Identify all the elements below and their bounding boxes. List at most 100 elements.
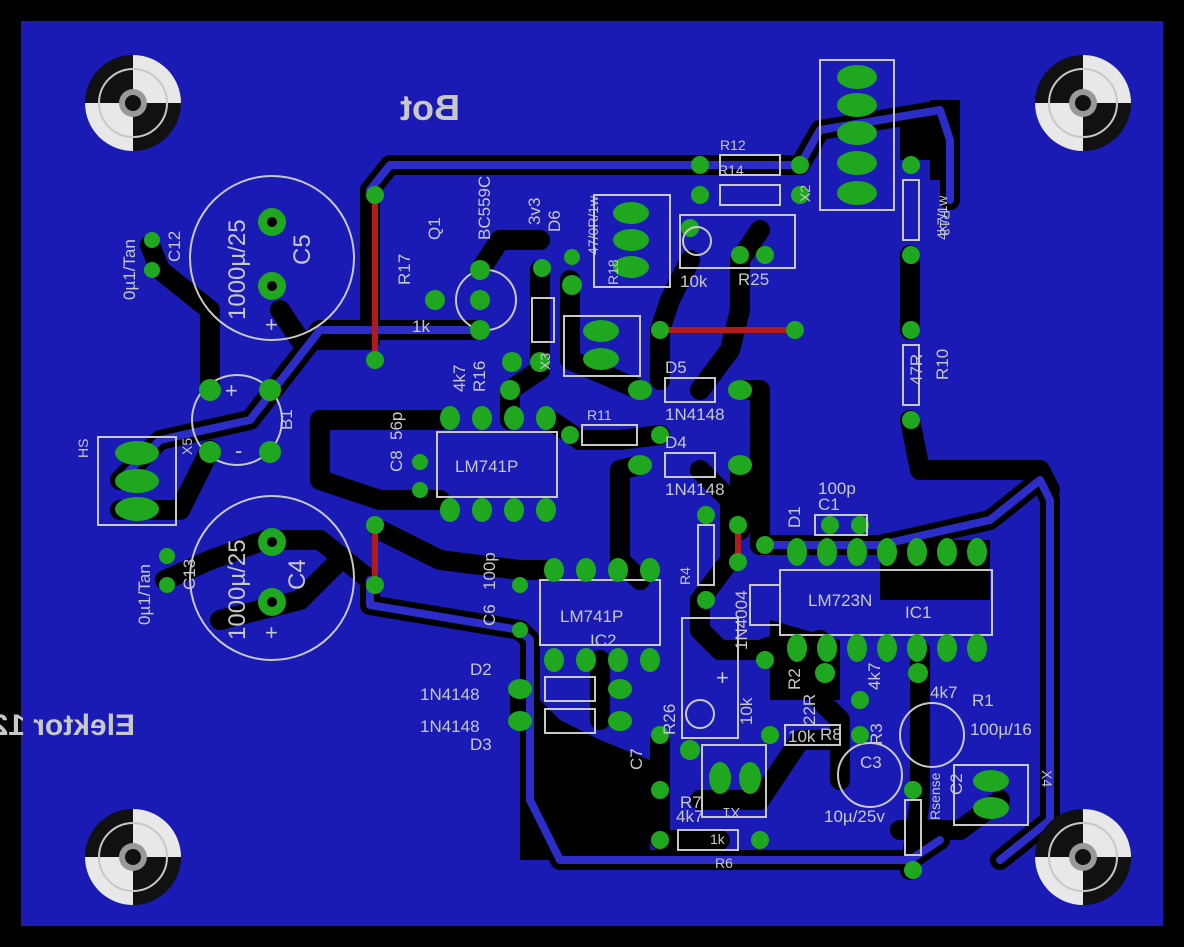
label-r11: R11	[587, 407, 612, 423]
label-r7: R7	[680, 793, 702, 812]
bot-label: Bot	[400, 87, 460, 128]
r18-pads	[613, 202, 649, 278]
ic-lm741b-pads	[544, 558, 660, 672]
label-100pb: 100p	[480, 552, 499, 590]
label-x2: X2	[797, 185, 813, 202]
ic-lm741a-outline	[436, 431, 558, 498]
label-3v3: 3v3	[525, 198, 544, 225]
label-4k7a: 4k7	[450, 365, 469, 392]
mounting-hole-top-left	[85, 55, 181, 151]
label-r17: R17	[395, 254, 414, 285]
label-c5: C5	[289, 234, 316, 265]
label-d6: D6	[545, 210, 564, 232]
label-4k7c: 4k7	[930, 683, 957, 702]
label-r47: 47/0R/1w	[585, 195, 601, 255]
c3-outline	[837, 742, 903, 808]
elektor-label: Elektor 12/82	[0, 709, 135, 742]
label-r8: R8	[820, 725, 842, 744]
mounting-hole-bottom-left	[85, 809, 181, 905]
label-10k: 10k	[680, 272, 708, 291]
label-1k: 1k	[412, 317, 430, 336]
label-c4val: 1000µ/25	[224, 539, 251, 640]
d3-pads	[508, 711, 632, 731]
label-4k71w: 4k7/1w	[934, 195, 950, 240]
label-1n4148a: 1N4148	[665, 405, 725, 424]
component-bodies	[544, 154, 922, 856]
label-hs: HS	[75, 439, 91, 458]
label-22r: 22R	[800, 694, 819, 725]
label-r25: R25	[738, 270, 769, 289]
ic1-pads	[787, 538, 987, 662]
label-lm741a: LM741P	[455, 457, 518, 476]
b1-pads	[199, 379, 281, 463]
misc-pads	[144, 156, 928, 879]
label-1kb: 1k	[710, 831, 726, 847]
c4-pads	[258, 528, 286, 616]
label-plus4: +	[716, 665, 729, 690]
label-plus1: +	[265, 312, 278, 337]
label-d4: D4	[665, 433, 687, 452]
label-1n4004: 1N4004	[732, 590, 751, 650]
label-plus3: +	[225, 378, 238, 403]
r25-outline	[679, 214, 796, 269]
label-r1: R1	[972, 691, 994, 710]
label-r13: R13	[937, 210, 953, 236]
label-1n4148c: 1N4148	[420, 685, 480, 704]
hs-outline	[97, 436, 177, 526]
x2-pads	[837, 65, 877, 205]
label-r4: R4	[677, 567, 693, 585]
label-bc559c: BC559C	[475, 176, 494, 240]
r26-outline	[681, 617, 739, 739]
x2-outline	[819, 59, 895, 211]
x3-outline	[563, 315, 641, 377]
label-x4: X4	[1039, 770, 1055, 787]
label-10kc: 10k	[788, 727, 816, 746]
label-100u16: 100µ/16	[970, 720, 1032, 739]
ic-lm741a-pads	[440, 406, 556, 522]
label-1n4148b: 1N4148	[665, 480, 725, 499]
label-c3: C3	[860, 753, 882, 772]
d2-pads	[508, 679, 632, 699]
x3-pads	[583, 320, 619, 370]
x1-pads	[709, 762, 761, 794]
label-r2: R2	[785, 668, 804, 690]
label-c2: C2	[947, 773, 966, 795]
label-r10: R10	[933, 349, 952, 380]
x1-outline	[701, 744, 767, 818]
label-r16: R16	[470, 361, 489, 392]
c5-outline	[189, 175, 355, 341]
r1-cap-outline	[899, 702, 965, 768]
c5-pads	[258, 208, 286, 300]
label-c5val: 1000µ/25	[224, 219, 251, 320]
label-c4: C4	[284, 559, 311, 590]
label-100p: 100p	[818, 479, 856, 498]
c4-outline	[189, 495, 355, 661]
label-47r: 47R	[907, 354, 926, 385]
mounting-hole-top-right	[1035, 55, 1131, 151]
label-lm741b: LM741P	[560, 607, 623, 626]
d6-outline	[531, 297, 555, 343]
label-c13val: 0µ1/Tan	[135, 564, 154, 625]
label-r14: R14	[718, 162, 744, 178]
x4-outline	[953, 764, 1029, 826]
label-c7: C7	[627, 748, 646, 770]
label-4k7d: 4k7	[676, 807, 703, 826]
label-10kb: 10k	[737, 697, 756, 725]
hs-pads	[115, 441, 159, 521]
label-c8: C8	[387, 450, 406, 472]
label-c1: C1	[818, 495, 840, 514]
label-rsense: Rsense	[927, 772, 943, 820]
label-x1: X1	[723, 805, 740, 821]
label-ic1: IC1	[905, 603, 931, 622]
label-r26: R26	[660, 704, 679, 735]
label-x5: X5	[179, 438, 195, 455]
label-d2: D2	[470, 660, 492, 679]
label-d5: D5	[665, 358, 687, 377]
label-plus2: +	[265, 620, 278, 645]
r18-outline	[593, 194, 671, 288]
label-1n4148d: 1N4148	[420, 717, 480, 736]
ic-lm741b-outline	[539, 579, 661, 646]
label-4k7b: 4k7	[865, 663, 884, 690]
label-ic2: IC2	[590, 631, 616, 650]
